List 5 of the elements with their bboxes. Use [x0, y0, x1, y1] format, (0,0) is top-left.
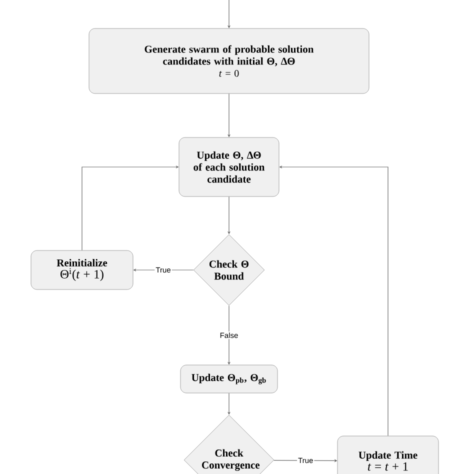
process-box: Update Time t = t + 1 — [337, 436, 439, 474]
process-box: Update Θ, ΔΘ of each solution candidate — [178, 137, 280, 197]
process-box: Update Θ$_{pb}$, Θ$_{gb}$ — [180, 364, 278, 394]
process-box: Reinitialize Θ$^{i}$(t + 1) — [30, 250, 134, 290]
process-box: Generate swarm of probable solution candidates with initial Θ, ΔΘ t = 0 — [88, 28, 370, 94]
